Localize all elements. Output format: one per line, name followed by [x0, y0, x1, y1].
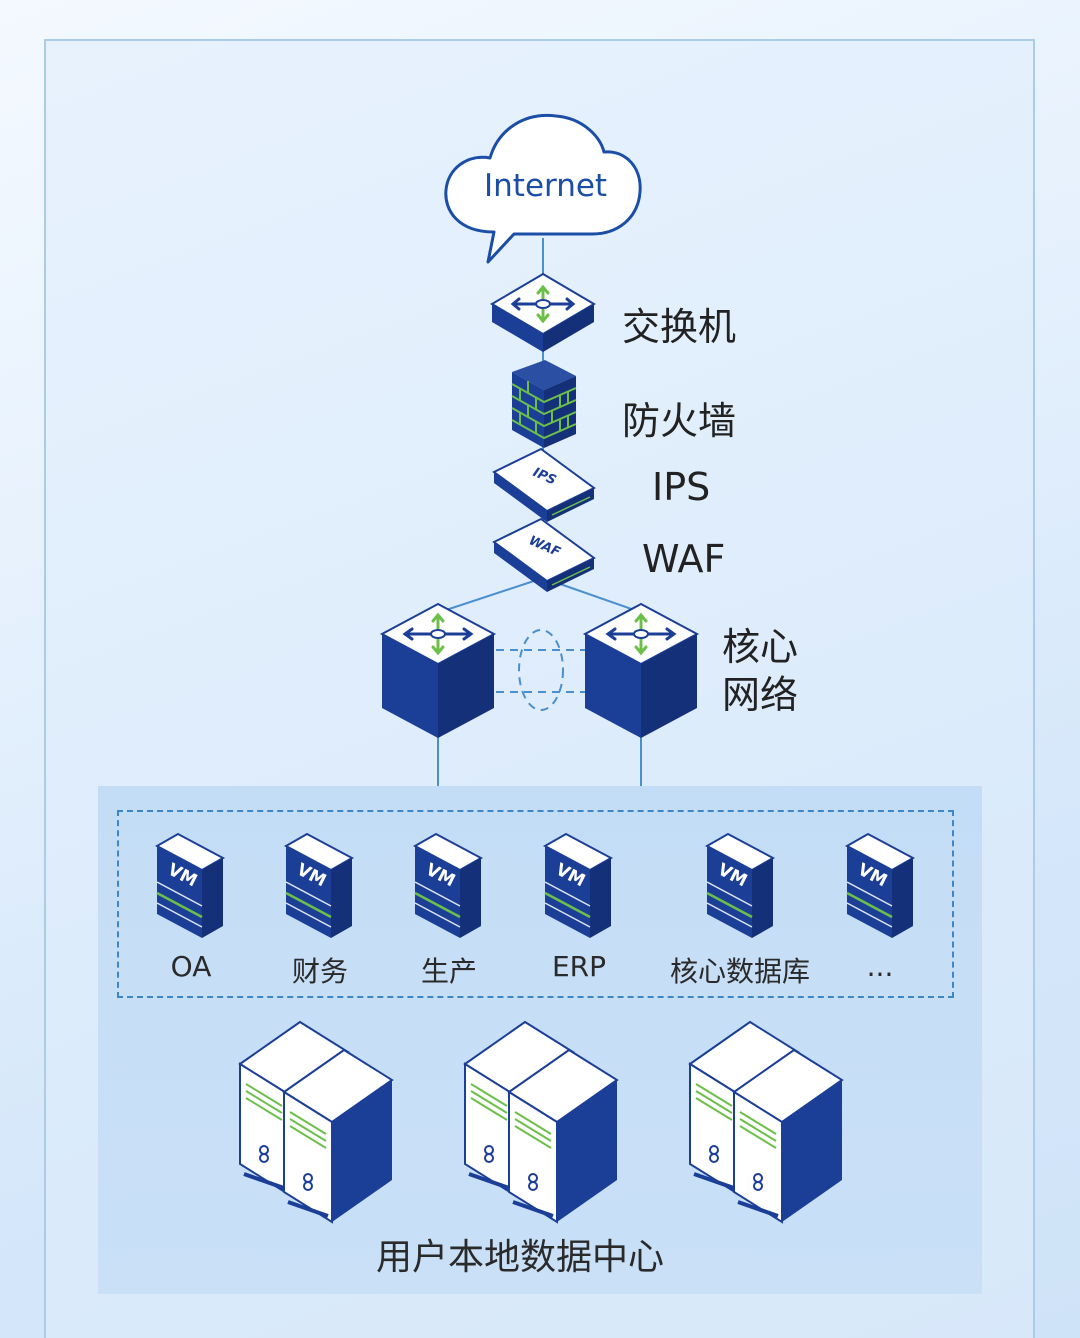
vm-group-box	[117, 810, 954, 998]
vm-label-core-db: 核心数据库	[669, 955, 810, 988]
vm-label-production: 生产	[420, 955, 477, 988]
server-rack-icon	[688, 1020, 844, 1224]
cloud-label: Internet	[484, 168, 608, 204]
core-switch-right-icon	[582, 602, 700, 738]
vm-server-icon: VM	[154, 832, 226, 938]
vm-server-icon: VM	[542, 832, 614, 938]
core-network-label-line1: 核心	[722, 625, 799, 669]
datacenter-label: 用户本地数据中心	[376, 1237, 665, 1278]
link-aggregation-ellipse	[518, 629, 564, 711]
vm-label-erp: ERP	[551, 950, 607, 983]
core-switch-left-icon	[379, 602, 497, 738]
server-rack-icon	[238, 1020, 394, 1224]
ips-device-icon: IPS	[492, 447, 596, 522]
firewall-label: 防火墙	[622, 399, 737, 443]
switch-icon	[490, 272, 596, 352]
vm-server-icon: VM	[844, 832, 916, 938]
line-waf-core-left	[439, 577, 544, 613]
firewall-icon	[511, 360, 577, 448]
waf-label: WAF	[642, 537, 726, 581]
ips-label: IPS	[652, 465, 711, 509]
cloud-icon	[444, 113, 642, 264]
vm-label-more: ...	[866, 950, 894, 983]
core-link-lines	[496, 629, 586, 711]
waf-device-icon: WAF	[492, 517, 596, 592]
vm-label-finance: 财务	[291, 955, 348, 988]
vm-label-oa: OA	[170, 950, 212, 983]
core-network-label-line2: 网络	[722, 673, 799, 717]
vm-server-icon: VM	[704, 832, 776, 938]
vm-server-icon: VM	[283, 832, 355, 938]
switch-label: 交换机	[622, 305, 737, 349]
server-rack-icon	[463, 1020, 619, 1224]
vm-server-icon: VM	[412, 832, 484, 938]
